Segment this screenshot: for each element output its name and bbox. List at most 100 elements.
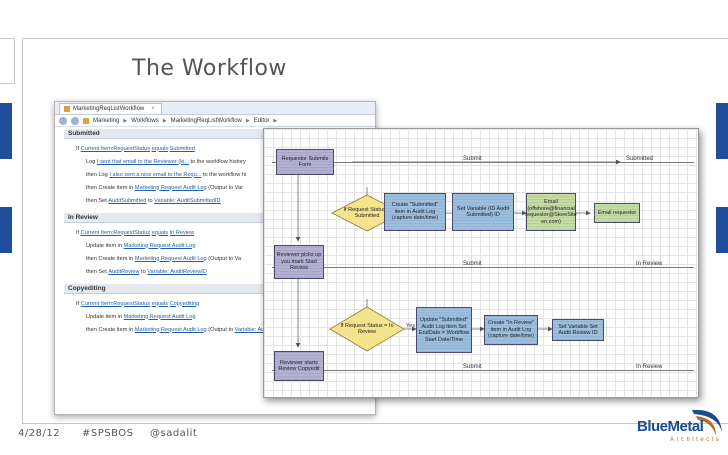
footer-handle: @sadalit — [150, 428, 198, 439]
accent-bar-right-top — [716, 103, 728, 159]
condition-keyword: If — [76, 145, 80, 152]
logo-sub: Architects — [670, 437, 722, 443]
action-keyword: then Create item in — [86, 184, 134, 191]
action-suffix: to the workflow history — [190, 158, 246, 165]
action-row: then Create item in Marketing Request Au… — [64, 183, 375, 192]
lane-state-label: In Review — [636, 364, 663, 370]
slide-frame — [22, 38, 728, 424]
stage-header-copyediting[interactable]: Copyediting — [64, 284, 375, 294]
action-row: then Set AuditSubmitted to Variable: Aud… — [64, 196, 375, 205]
action-suffix: (Output to Var — [208, 184, 243, 191]
breadcrumb-item[interactable]: Workflows — [131, 117, 159, 124]
step-set-variable-review: Set Variable Set Audit Review ID — [552, 319, 604, 341]
action-keyword: Update item in — [86, 313, 123, 320]
action-suffix: to the workflow hi — [202, 171, 247, 178]
condition-operator-link[interactable]: equals — [151, 145, 169, 152]
step-reviewer-picks-up: Reviewer picks up you mark Start Review — [274, 245, 324, 279]
action-variable-link[interactable]: Variable: AuditSubmittedID — [154, 197, 221, 204]
step-update-submitted: Update "Submitted" Audit Log item Set En… — [416, 307, 472, 353]
condition-row: If Current Item:RequestStatus equals Sub… — [64, 144, 375, 153]
condition-field-link[interactable]: Current Item:RequestStatus — [80, 229, 151, 236]
condition-value-link[interactable]: Submitted — [169, 145, 195, 152]
action-link[interactable]: I sent that email to the Reviewer (ki... — [96, 158, 189, 165]
workflow-body: Submitted If Current Item:RequestStatus … — [55, 129, 375, 334]
action-suffix: (Output to Va — [208, 255, 242, 262]
lane-submit-label: Submit — [463, 156, 482, 162]
step-email-requestor: Email requestor — [594, 203, 640, 223]
lane-state-label: Submitted — [626, 156, 654, 162]
action-row: then Log I also sent a nice email to the… — [64, 170, 375, 179]
action-link[interactable]: Marketing Request Audit Log — [134, 326, 207, 333]
action-keyword: then Set — [86, 197, 107, 204]
lane-divider — [272, 370, 694, 371]
action-suffix: (Output to — [208, 326, 234, 333]
tab-workflow[interactable]: MarketingReqListWorkflow × — [59, 102, 162, 114]
logo-swoosh-icon — [692, 409, 722, 436]
step-set-variable: Set Variable (ID Audit Submitted) ID — [452, 193, 514, 231]
action-row: Log I sent that email to the Reviewer (k… — [64, 157, 375, 166]
frame-left-cap — [0, 38, 15, 84]
condition-operator-link[interactable]: equals — [151, 229, 169, 236]
action-keyword: to — [147, 197, 153, 204]
action-keyword: Log — [86, 158, 96, 165]
action-keyword: then Log — [86, 171, 108, 178]
step-create-in-review: Create "In Review" item in Audit Log (ca… — [484, 315, 538, 345]
close-icon[interactable]: × — [151, 105, 155, 112]
condition-value-link[interactable]: Copyediting — [169, 300, 200, 307]
breadcrumb-item[interactable]: Marketing — [93, 117, 120, 124]
action-variable-link[interactable]: Variable: AuditReviewID — [147, 268, 207, 275]
action-keyword: then Create item in — [86, 255, 134, 262]
back-arrow-icon[interactable] — [59, 116, 67, 125]
action-link[interactable]: I also sent a nice email to the Requ... — [109, 171, 202, 178]
decision-label: If Request Status = In Review — [340, 322, 394, 336]
yes-label: Yes — [406, 323, 415, 329]
action-row: Update item in Marketing Request Audit L… — [64, 241, 375, 250]
document-tab-strip: MarketingReqListWorkflow × — [55, 102, 375, 115]
condition-field-link[interactable]: Current Item:RequestStatus — [80, 145, 151, 152]
footer-hashtag: #SPSBOS — [82, 428, 134, 439]
lane-submit-label: Submit — [463, 364, 482, 370]
condition-keyword: If — [76, 300, 80, 307]
breadcrumb-item[interactable]: Editor — [253, 117, 270, 124]
breadcrumb-item[interactable]: MarketingReqListWorkflow — [170, 117, 242, 124]
condition-row: If Current Item:RequestStatus equals In … — [64, 228, 375, 237]
slide-title: The Workflow — [132, 56, 287, 81]
chevron-right-icon: ▶ — [273, 117, 278, 124]
site-icon — [83, 117, 89, 124]
step-email-reviewer: Email (offshore@financial requestor@Stor… — [525, 193, 577, 231]
breadcrumb: Marketing ▶ Workflows ▶ MarketingReqList… — [55, 115, 375, 127]
process-flowchart: Submit Submitted Submit In Review Submit… — [263, 128, 699, 398]
bluemetal-logo: BlueMetal Architects — [632, 406, 724, 452]
step-reviewer-starts-copyedit: Reviewer starts Review Copyedit — [274, 351, 324, 381]
condition-keyword: If — [76, 229, 80, 236]
action-link[interactable]: AuditSubmitted — [108, 197, 147, 204]
logo-name: BlueMetal — [637, 418, 704, 435]
stage-header-in-review[interactable]: In Review — [64, 213, 375, 223]
lane-state-label: In Review — [636, 261, 663, 267]
stage-header-submitted[interactable]: Submitted — [64, 129, 375, 139]
action-keyword: then Set — [86, 268, 107, 275]
condition-value-link[interactable]: In Review — [169, 229, 195, 236]
workflow-icon — [64, 105, 70, 112]
action-link[interactable]: Marketing Request Audit Log — [134, 255, 207, 262]
decision-label: If Request Status = Submitted — [343, 206, 391, 220]
chevron-right-icon: ▶ — [162, 117, 167, 124]
forward-arrow-icon[interactable] — [71, 116, 79, 125]
action-keyword: to — [141, 268, 146, 275]
chevron-right-icon: ▶ — [245, 117, 250, 124]
footer-date: 4/28/12 — [18, 428, 61, 439]
action-link[interactable]: AuditReview — [108, 268, 140, 275]
action-link[interactable]: Marketing Request Audit Log — [123, 313, 196, 320]
action-row: Update item in Marketing Request Audit L… — [64, 312, 375, 321]
action-row: then Create item in Marketing Request Au… — [64, 254, 375, 263]
lane-divider — [272, 162, 694, 163]
step-requestor-submits: Requestor Submits Form — [276, 149, 334, 175]
condition-field-link[interactable]: Current Item:RequestStatus — [80, 300, 151, 307]
action-keyword: Update item in — [86, 242, 123, 249]
decision-diamond — [329, 306, 405, 352]
condition-operator-link[interactable]: equals — [151, 300, 169, 307]
action-link[interactable]: Marketing Request Audit Log — [134, 184, 207, 191]
accent-bar-left-top — [0, 103, 12, 159]
action-link[interactable]: Marketing Request Audit Log — [123, 242, 196, 249]
lane-divider — [272, 267, 694, 268]
